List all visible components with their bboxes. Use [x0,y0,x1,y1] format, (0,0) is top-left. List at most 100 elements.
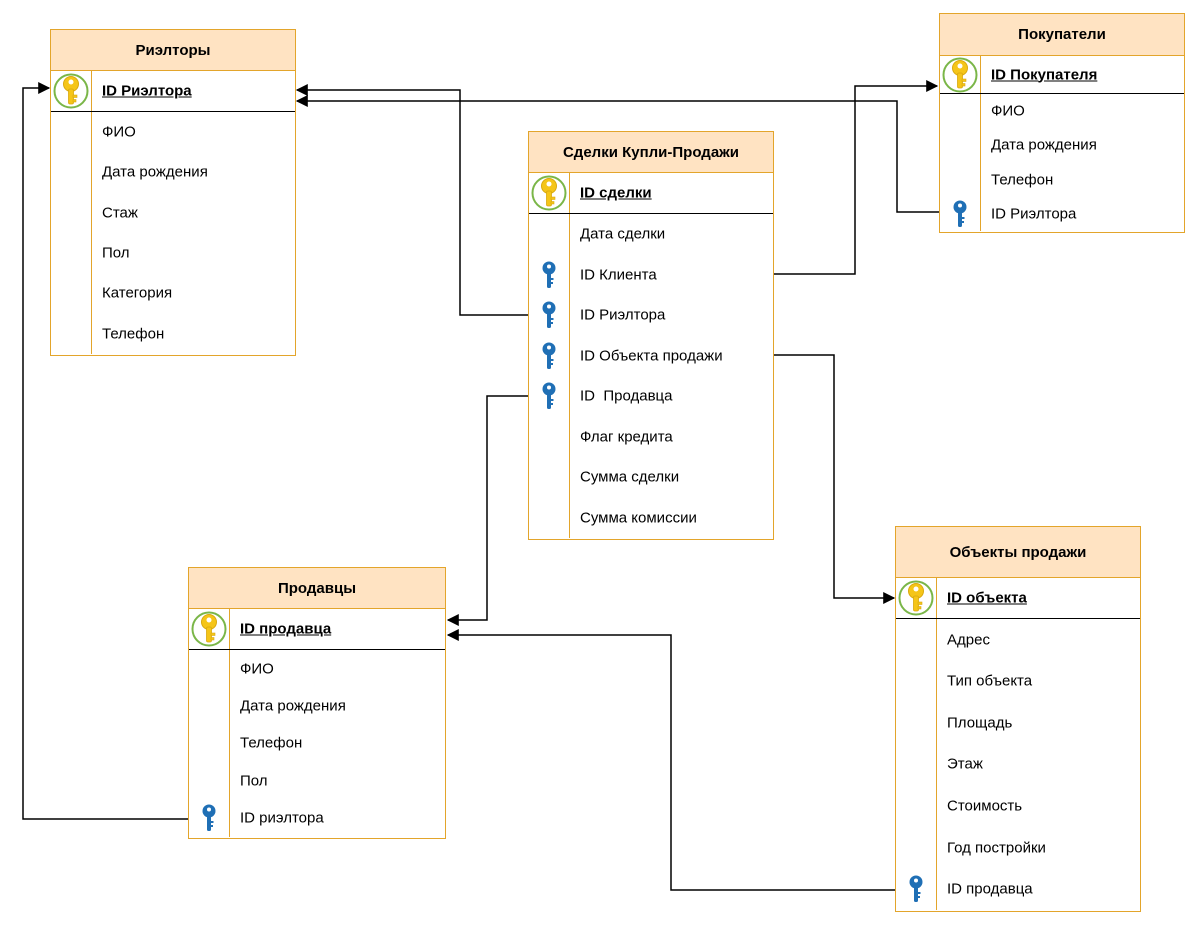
primary-key-label: ID продавца [240,620,332,638]
key-column-divider [569,295,570,336]
connector-deal-object [773,354,896,604]
blue-key-icon [529,295,569,336]
table-title: Риэлторы [51,30,295,71]
field-label: ФИО [991,102,1025,120]
field-row[interactable]: ID риэлтора [189,799,445,837]
field-row[interactable]: Дата рождения [940,128,1184,163]
field-row[interactable]: ФИО [51,112,295,153]
key-column-divider [980,94,981,129]
field-row[interactable]: ID Риэлтора [529,295,773,336]
field-label: Сумма сделки [580,468,680,486]
primary-key-row[interactable]: ID сделки [529,173,773,214]
blue-key-icon [896,868,936,910]
blue-key-icon [189,800,229,837]
primary-key-row[interactable]: ID продавца [189,609,445,650]
field-row[interactable]: Стоимость [896,785,1140,827]
field-row[interactable]: Телефон [189,724,445,763]
field-label: ID продавца [947,880,1033,898]
table-title: Покупатели [940,14,1184,56]
field-label: Сумма комиссии [580,509,697,527]
key-column-divider [229,687,230,725]
field-label: ID Риэлтора [580,306,666,324]
key-column-divider [229,724,230,763]
key-column-divider [91,313,92,354]
field-label: Дата рождения [991,136,1097,154]
field-row[interactable]: ID Клиента [529,254,773,296]
field-row[interactable]: Сумма сделки [529,457,773,498]
field-label: Категория [102,284,173,302]
primary-key-row[interactable]: ID Риэлтора [51,71,295,112]
connector-deal-realtor [295,84,528,316]
field-row[interactable]: Сумма комиссии [529,497,773,538]
field-label: Площадь [947,714,1013,732]
primary-key-row[interactable]: ID объекта [896,578,1140,619]
field-row[interactable]: Телефон [940,162,1184,197]
gold-key-icon [529,173,569,213]
field-row[interactable]: Стаж [51,192,295,233]
field-row[interactable]: Адрес [896,619,1140,661]
field-label: Флаг кредита [580,428,673,446]
key-column-divider [91,273,92,314]
key-column-divider [980,162,981,197]
field-label: ID Риэлтора [991,205,1077,223]
field-row[interactable]: Категория [51,273,295,314]
primary-key-label: ID Риэлтора [102,82,192,100]
field-row[interactable]: Пол [189,762,445,800]
field-row[interactable]: ФИО [940,94,1184,129]
field-label: Дата рождения [240,697,346,715]
connector-object-seller [446,629,895,891]
key-column-divider [980,56,981,93]
field-row[interactable]: ID Продавца [529,376,773,417]
key-column-divider [936,826,937,869]
field-label: ФИО [240,660,274,678]
field-label: Телефон [102,325,165,343]
connector-deal-buyer [773,80,939,275]
field-row[interactable]: Дата рождения [189,687,445,725]
field-label: Телефон [991,171,1054,189]
field-row[interactable]: Площадь [896,702,1140,744]
primary-key-label: ID Покупателя [991,66,1098,83]
key-column-divider [569,335,570,376]
key-column-divider [229,650,230,688]
field-row[interactable]: Этаж [896,743,1140,786]
primary-key-row[interactable]: ID Покупателя [940,56,1184,94]
key-column-divider [91,71,92,111]
connector-deal-seller [446,395,528,626]
field-row[interactable]: ID Риэлтора [940,196,1184,231]
blue-key-icon [529,255,569,296]
primary-key-label: ID объекта [947,589,1027,607]
key-column-divider [569,376,570,417]
field-row[interactable]: Пол [51,232,295,274]
key-column-divider [91,192,92,233]
key-column-divider [229,609,230,649]
field-label: Год постройки [947,839,1046,857]
field-row[interactable]: Телефон [51,313,295,354]
key-column-divider [936,868,937,910]
gold-key-icon [940,56,980,93]
table-title: Продавцы [189,568,445,609]
field-row[interactable]: ФИО [189,650,445,688]
key-column-divider [569,416,570,457]
field-row[interactable]: ID продавца [896,868,1140,910]
blue-key-icon [529,336,569,377]
field-row[interactable]: Тип объекта [896,660,1140,703]
field-row[interactable]: Дата рождения [51,152,295,193]
field-row[interactable]: ID Объекта продажи [529,335,773,377]
field-row[interactable]: Год постройки [896,826,1140,869]
key-column-divider [980,196,981,231]
key-column-divider [569,254,570,295]
field-row[interactable]: Флаг кредита [529,416,773,457]
primary-key-label: ID сделки [580,184,652,202]
key-column-divider [569,173,570,213]
field-row[interactable]: Дата сделки [529,214,773,255]
field-label: Пол [102,244,130,262]
key-column-divider [569,214,570,255]
table-title: Объекты продажи [896,527,1140,578]
field-label: Адрес [947,631,990,649]
key-column-divider [936,785,937,827]
